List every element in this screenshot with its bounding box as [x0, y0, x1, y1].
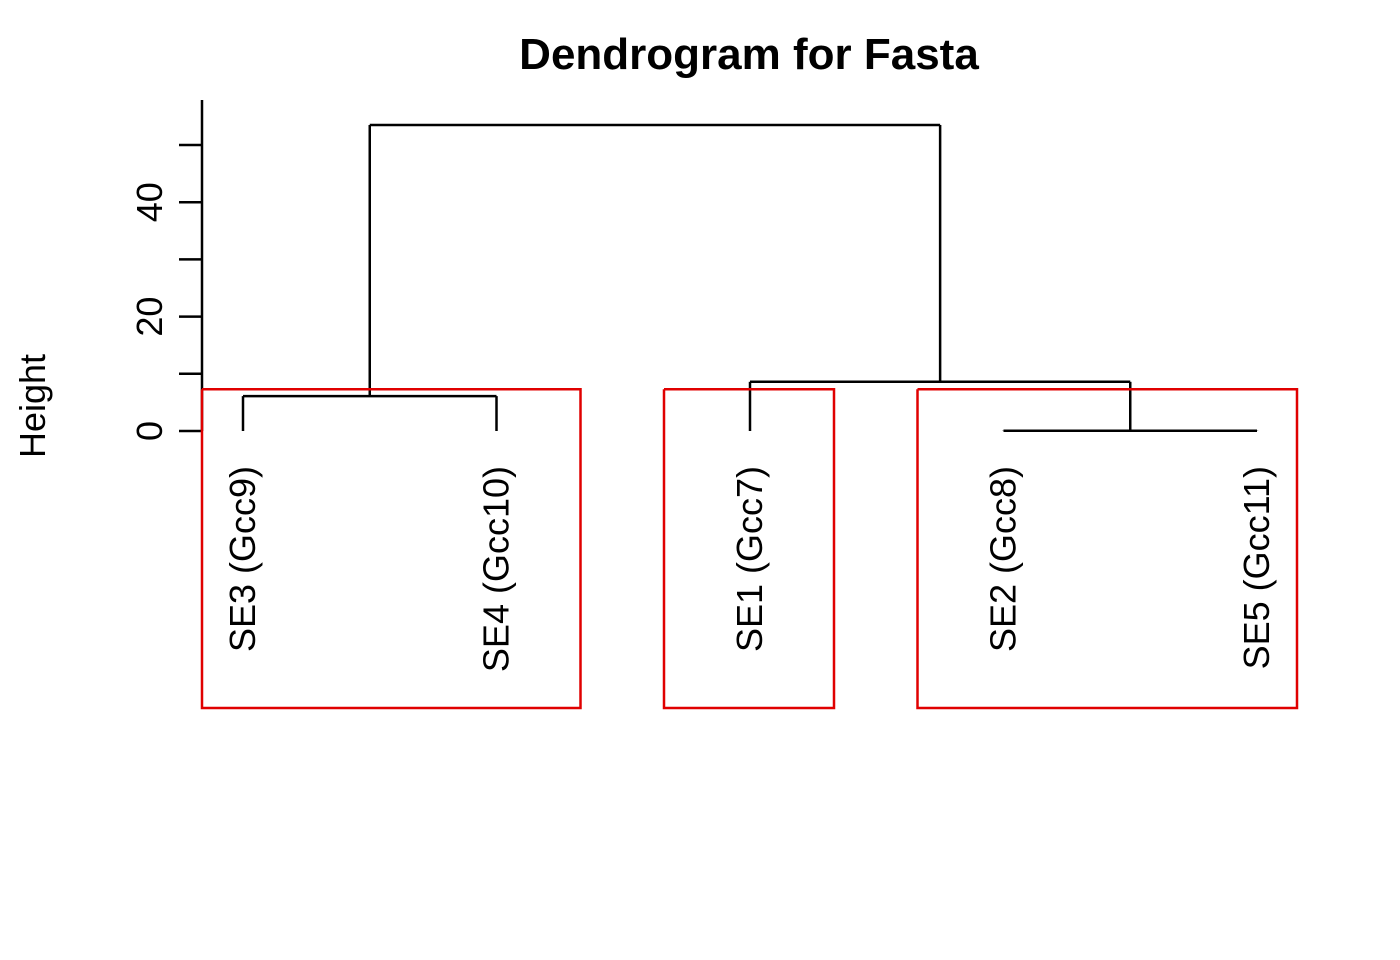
y-axis: 0 20 40	[129, 100, 204, 441]
leaf-label: SE2 (Gcc8)	[983, 466, 1024, 652]
y-tick-label: 40	[129, 182, 170, 222]
leaf-label: SE1 (Gcc7)	[729, 466, 770, 652]
cluster-rectangles	[200, 387, 1299, 710]
cluster-rect	[200, 387, 582, 710]
leaf-label: SE3 (Gcc9)	[222, 466, 263, 652]
leaf-label: SE4 (Gcc10)	[476, 466, 517, 672]
y-tick-label: 20	[129, 297, 170, 337]
chart-title: Dendrogram for Fasta	[519, 30, 979, 79]
leaf-labels: SE3 (Gcc9) SE4 (Gcc10) SE1 (Gcc7) SE2 (Gcc8…	[222, 466, 1277, 672]
cluster-rect	[662, 387, 836, 710]
y-tick-label: 0	[129, 421, 170, 441]
y-axis-label: Height	[12, 354, 53, 458]
dendrogram-branches	[241, 123, 1259, 432]
cluster-rect	[916, 387, 1299, 710]
leaf-label: SE5 (Gcc11)	[1236, 466, 1277, 669]
